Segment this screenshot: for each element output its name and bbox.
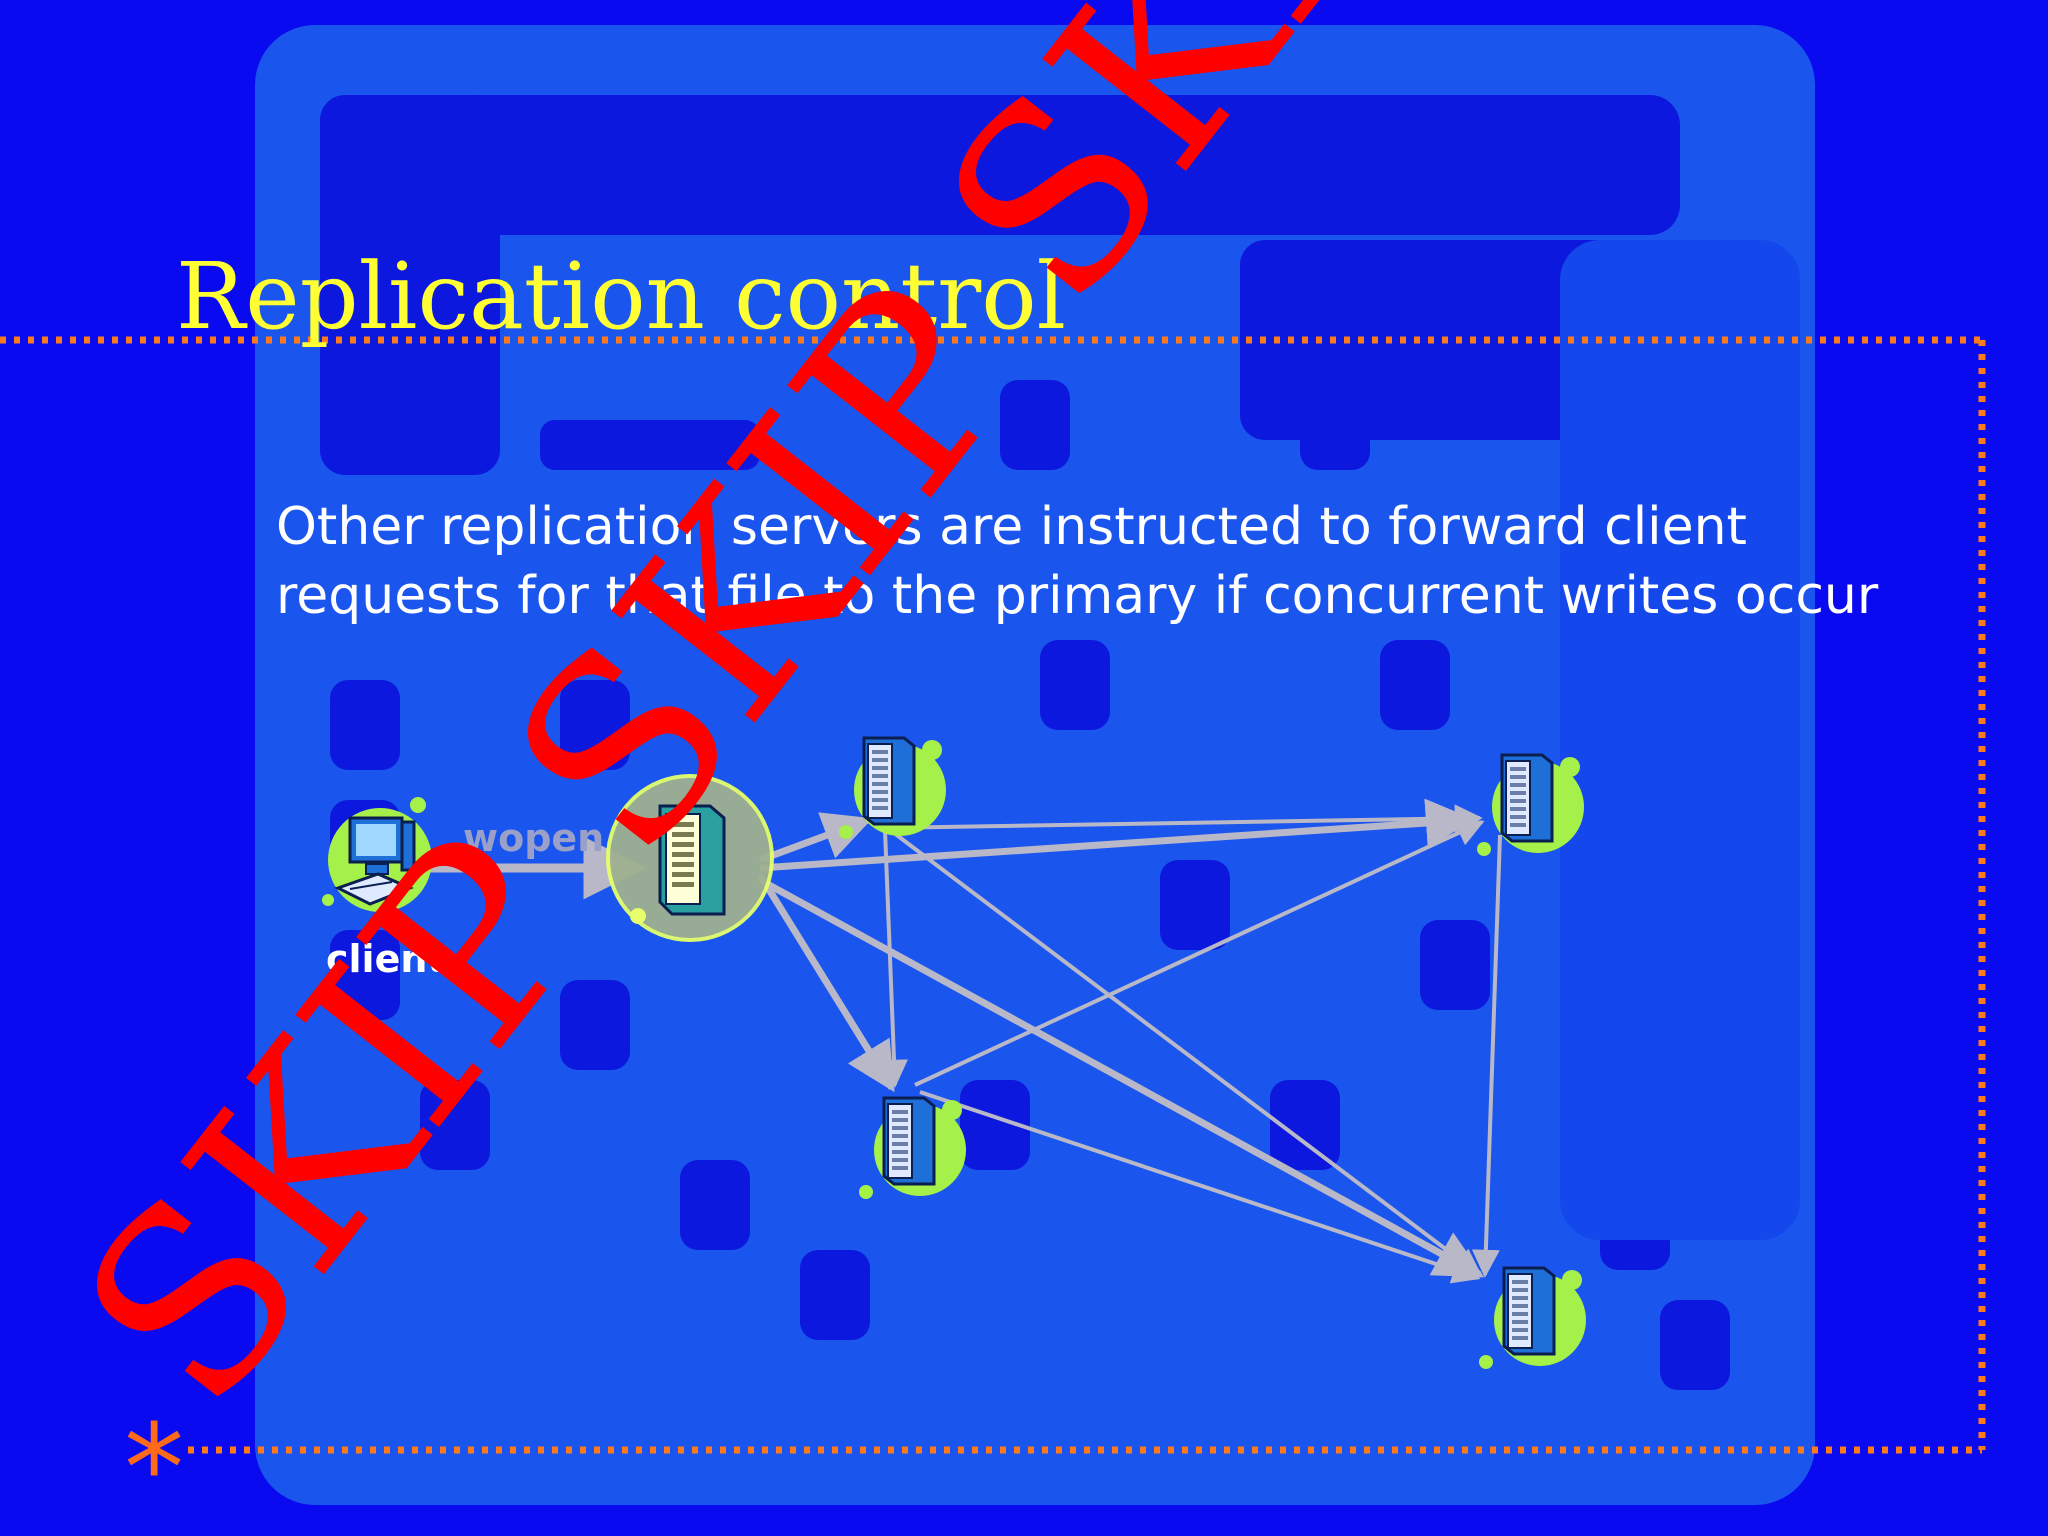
- edge-server-mid-server-right-bottom: [919, 1090, 1481, 1284]
- edge-server-mid-server-right-top: [914, 819, 1485, 1087]
- client-label: client: [326, 937, 446, 981]
- slide-title: Replication control: [176, 243, 1066, 350]
- edge-primary-server-mid: [757, 873, 895, 1093]
- edge-primary-server-right-bottom: [758, 876, 1485, 1279]
- slide-frame: [0, 336, 1986, 1454]
- bullet-star: *: [118, 1400, 190, 1536]
- body-line-2: requests for that file to the primary if…: [276, 566, 1879, 626]
- client-computer-icon: [322, 797, 432, 912]
- edge-server-top-server-mid: [880, 829, 909, 1088]
- edge-server-right-top-server-right-bottom: [1471, 834, 1502, 1278]
- edge-server-top-server-right-bottom: [888, 828, 1483, 1277]
- diagram-edges: [428, 798, 1502, 1284]
- edge-primary-server-right-top: [759, 798, 1475, 872]
- arrow-label-wopen: wopen: [463, 816, 604, 860]
- edge-server-top-server-right-top: [879, 804, 1483, 833]
- primary-server-icon: [606, 774, 774, 942]
- body-line-1: Other replication servers are instructed…: [276, 497, 1747, 557]
